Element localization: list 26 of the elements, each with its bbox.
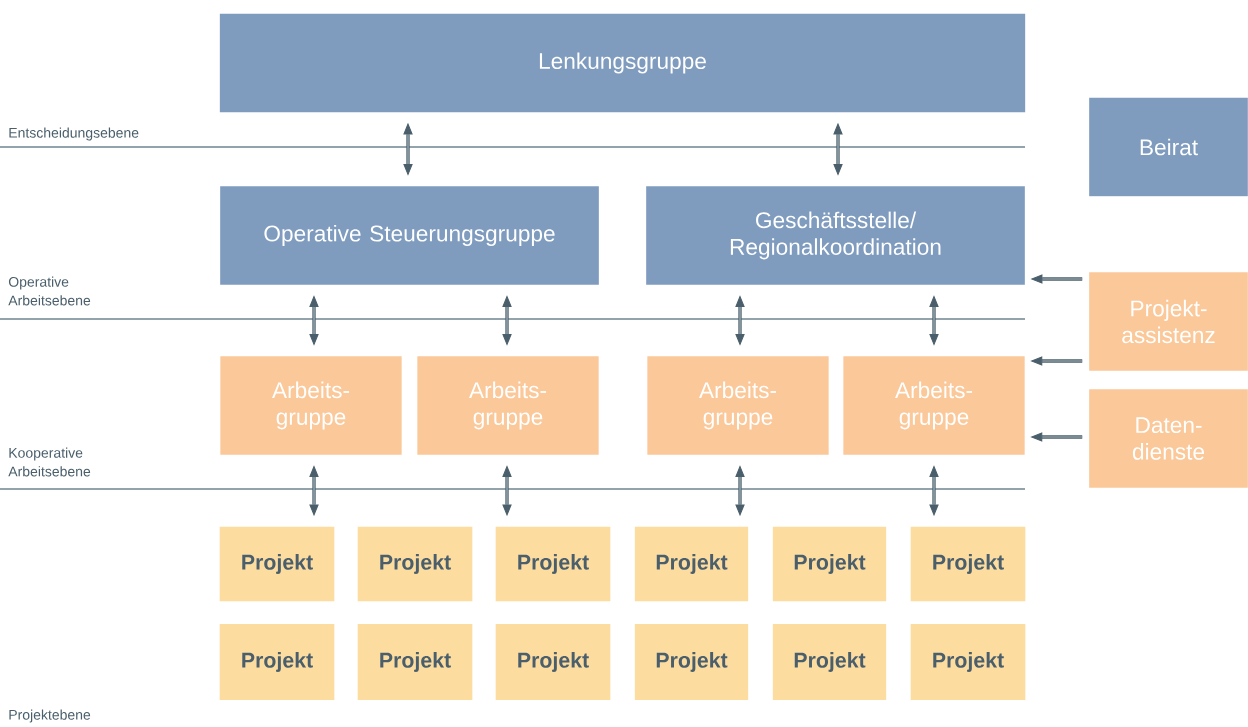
project-box: Projekt: [495, 526, 611, 602]
project-box: Projekt: [634, 526, 749, 602]
org-box: Geschäftsstelle/ Regionalkoordination: [646, 186, 1025, 285]
project-box: Projekt: [910, 526, 1026, 602]
project-box: Projekt: [495, 624, 611, 700]
project-box: Projekt: [219, 526, 335, 602]
level-label: Entscheidungsebene: [9, 127, 139, 141]
project-box: Projekt: [219, 624, 335, 700]
org-box: Arbeits- gruppe: [843, 356, 1025, 455]
project-box: Projekt: [357, 526, 473, 602]
org-box: Projekt- assistenz: [1089, 272, 1248, 371]
level-label: Operative Arbeitsebene: [8, 276, 91, 306]
org-box: Lenkungsgruppe: [219, 13, 1026, 113]
project-box: Projekt: [772, 526, 887, 602]
project-box: Projekt: [634, 624, 749, 700]
org-box: Operative Steuerungsgruppe: [220, 186, 599, 285]
project-box: Projekt: [910, 624, 1026, 700]
project-box: Projekt: [357, 624, 473, 700]
level-label: Kooperative Arbeitsebene: [8, 447, 91, 477]
org-box: Beirat: [1089, 97, 1248, 197]
org-box: Arbeits- gruppe: [220, 356, 402, 455]
org-box: Arbeits- gruppe: [417, 356, 599, 455]
level-label: Projektebene: [9, 709, 91, 723]
org-box: Arbeits- gruppe: [647, 356, 829, 455]
org-box: Daten- dienste: [1089, 389, 1248, 488]
project-box: Projekt: [772, 624, 887, 700]
